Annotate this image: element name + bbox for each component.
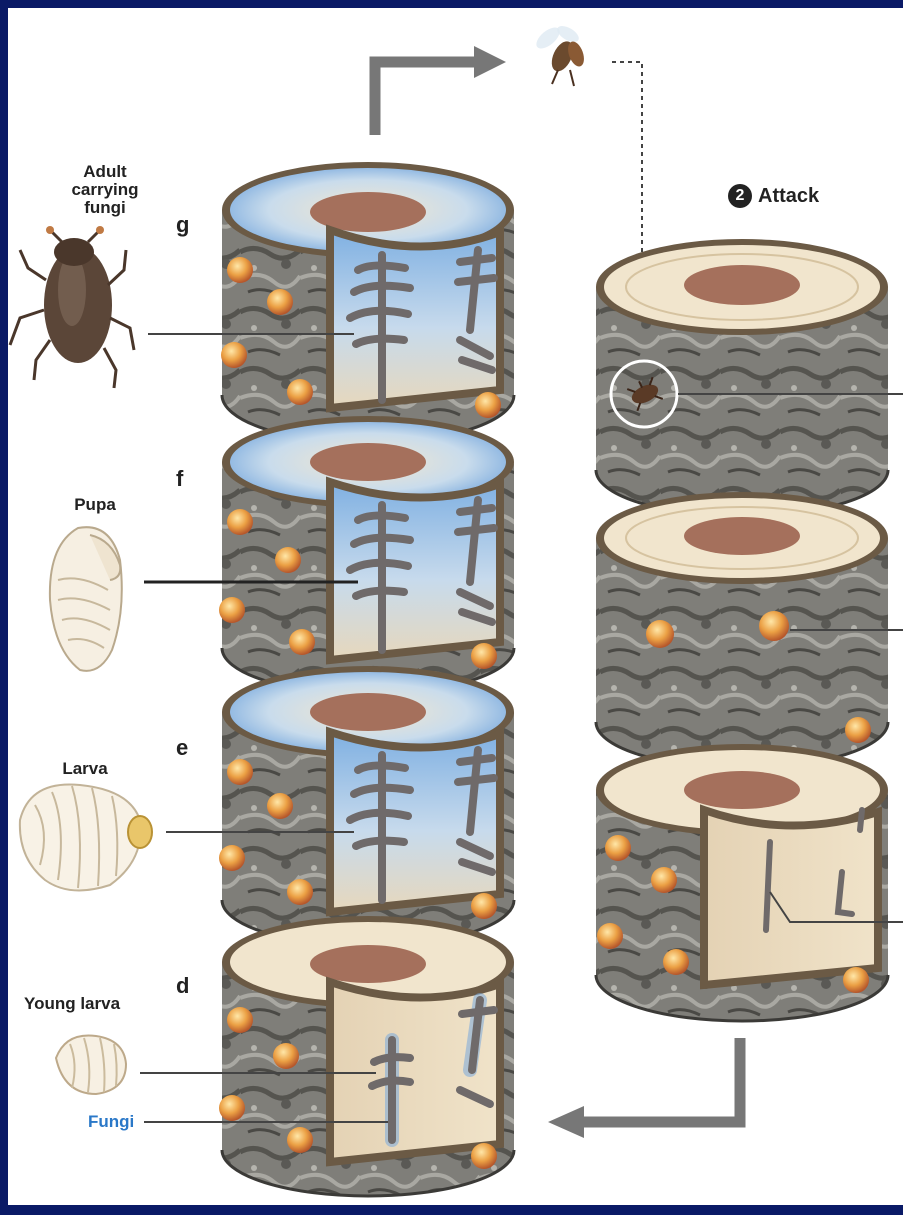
stage-letter-e: e	[176, 735, 188, 761]
attack-heading: 2 Attack	[728, 184, 819, 208]
pupa-icon	[50, 527, 122, 671]
stage-letter-f: f	[176, 466, 183, 492]
attack-label: Attack	[758, 185, 819, 208]
stage-letter-d: d	[176, 973, 189, 999]
log-attack-2	[596, 492, 903, 768]
log-stage-d	[219, 916, 514, 1196]
flow-arrow-bottom-left	[548, 1038, 740, 1138]
frame-bottom-border	[0, 1205, 903, 1215]
flow-arrow-up-right	[375, 46, 506, 135]
pupa-label: Pupa	[55, 496, 135, 514]
log-stage-g	[221, 162, 514, 443]
attack-step-number: 2	[728, 184, 752, 208]
adult-label: Adult carrying fungi	[55, 163, 155, 217]
log-stage-e	[219, 666, 514, 946]
log-stage-f	[219, 416, 514, 694]
young-larva-icon	[56, 1035, 126, 1094]
young-larva-label: Young larva	[24, 995, 164, 1013]
flying-beetle-icon	[533, 23, 587, 86]
fungi-label: Fungi	[88, 1112, 134, 1132]
adult-beetle-icon	[10, 226, 134, 388]
stage-letter-g: g	[176, 212, 189, 238]
log-attack-3	[596, 744, 903, 1021]
log-attack-1	[596, 239, 903, 516]
larva-label: Larva	[45, 760, 125, 778]
larva-icon	[20, 784, 152, 890]
